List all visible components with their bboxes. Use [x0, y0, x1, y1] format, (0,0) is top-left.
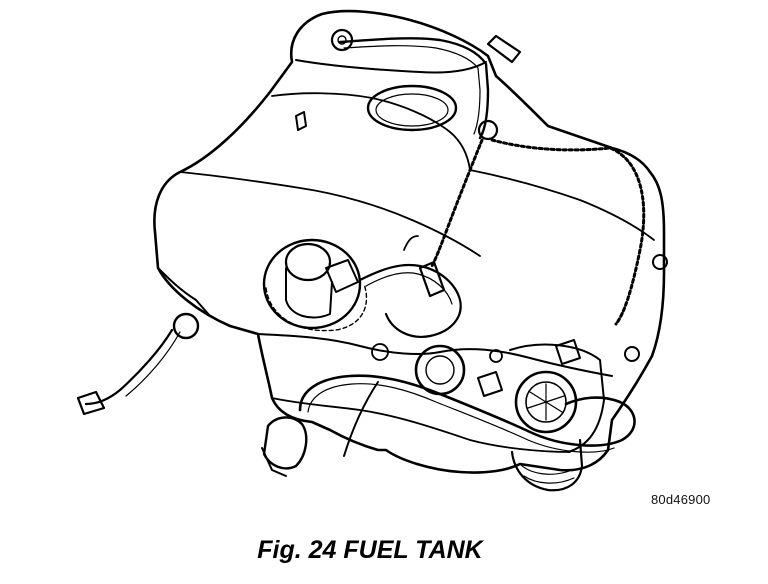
vent-connector [486, 34, 522, 64]
pump-module-left-cap [284, 242, 332, 282]
tank-strap-center [430, 138, 484, 268]
callout-line [343, 381, 379, 457]
tank-outline [153, 9, 666, 474]
right-sending-unit-spokes [527, 383, 565, 421]
vent-fitting-top [330, 28, 354, 52]
figure-reference-code: 80d46900 [651, 492, 711, 507]
wiring-harness [358, 263, 462, 338]
tank-bottom-ledge [271, 397, 571, 453]
figure-caption-text: Fig. 24 FUEL TANK [257, 536, 483, 564]
tank-side-ridge-right [469, 169, 655, 241]
right-unit-housing [509, 343, 605, 453]
tank-top-dome [295, 59, 487, 74]
pump-module-left-lockring [265, 283, 368, 332]
stud-right-upper [652, 254, 668, 270]
left-hose-inner [125, 331, 181, 397]
left-mount-bracket [157, 267, 211, 317]
rear-reservoir-pod [510, 438, 584, 492]
left-hose [84, 328, 174, 406]
fitting-small-d [371, 343, 389, 361]
right-sending-unit-inner [525, 381, 567, 423]
top-access-opening [366, 84, 458, 132]
tank-boss [295, 111, 307, 131]
tank-top-ridge [271, 92, 471, 171]
pump-module-left-body [285, 267, 333, 319]
fitting-small-b [555, 339, 581, 365]
figure-caption: Fig. 24 FUEL TANK [0, 536, 768, 565]
tank-lower-contour [257, 333, 613, 377]
fitting-small-a [477, 371, 503, 397]
fuel-line-loop-inner [307, 383, 615, 453]
wiring-harness-inner [365, 272, 453, 305]
pump-module-left-connector [325, 259, 359, 293]
fuel-line-loop [298, 374, 636, 447]
right-sending-unit [514, 370, 578, 434]
fitting-small-c [489, 349, 503, 363]
harness-connector [418, 260, 446, 298]
lower-mount-left-flap [261, 447, 287, 477]
pump-module-left [262, 238, 362, 330]
lower-mount-left [262, 416, 308, 470]
tank-strap-right [490, 138, 646, 326]
vent-tube-top-inner [343, 45, 481, 135]
harness-lead [403, 235, 419, 251]
center-lock-ring-core [425, 355, 455, 385]
tank-side-ridge-left [179, 171, 481, 257]
vent-clamp [477, 119, 499, 141]
stud-right-lower [624, 346, 640, 362]
rear-reservoir-pod-lines [519, 463, 575, 484]
top-access-opening-rim [375, 93, 449, 127]
vent-tube-top [338, 37, 490, 140]
vent-fitting-top-core [337, 35, 347, 45]
left-grommet [172, 312, 200, 340]
left-hose-fitting [76, 390, 106, 416]
